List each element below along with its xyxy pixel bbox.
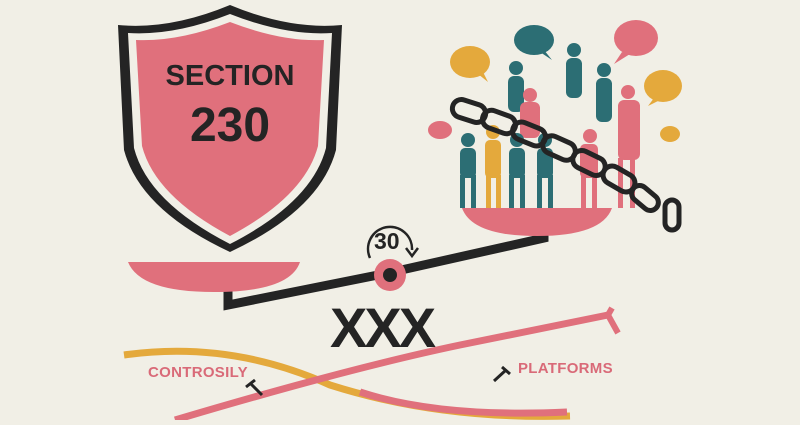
crossing-ropes-icon: [123, 306, 621, 424]
shield-label-line2: 230: [189, 99, 271, 152]
center-mark: XXX: [330, 296, 436, 359]
shield-label-line1: SECTION: [165, 60, 295, 92]
shield-icon: [118, 5, 342, 252]
crowd-of-people-icon: [428, 20, 682, 233]
label-right: PLATFORMS: [518, 360, 613, 377]
pivot-badge: 30: [374, 228, 400, 254]
balance-scale-icon: [128, 208, 612, 311]
label-left: CONTROSILY: [148, 364, 248, 381]
